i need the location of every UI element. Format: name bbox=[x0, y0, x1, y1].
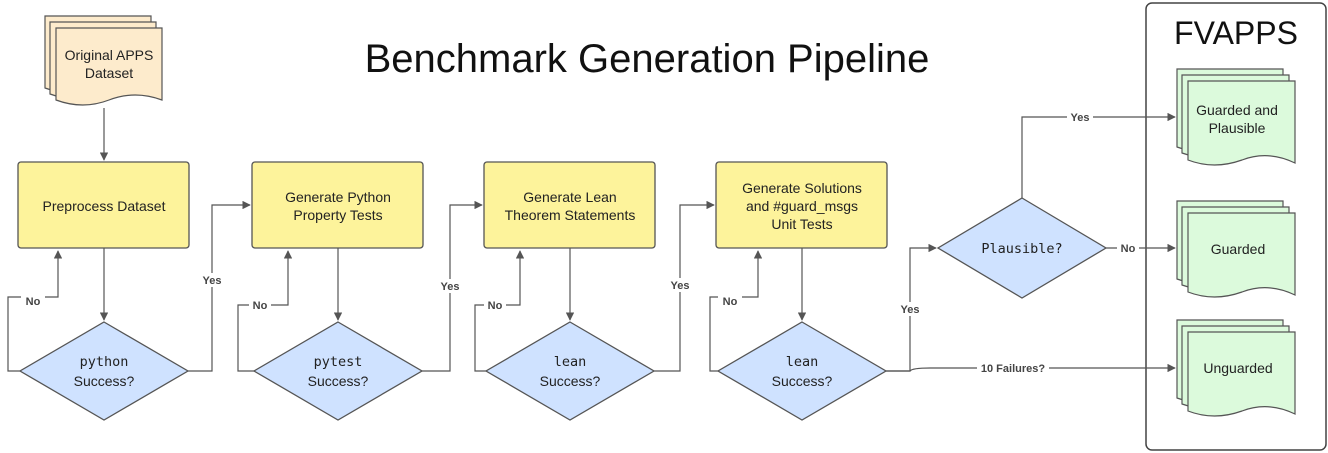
output-unguarded: Unguarded bbox=[1176, 319, 1296, 417]
edge-label-yes: Yes bbox=[203, 275, 222, 287]
step-label: Generate Solutions bbox=[742, 180, 862, 196]
decision-code: python bbox=[80, 354, 129, 370]
output-label-line2: Plausible bbox=[1209, 120, 1266, 136]
edge-labels: No No No No Yes Yes Yes Yes Yes No 10 Fa… bbox=[21, 110, 1139, 375]
output-guarded: Guarded bbox=[1176, 200, 1296, 298]
decision-text: Success? bbox=[540, 373, 601, 389]
diagram-title: Benchmark Generation Pipeline bbox=[365, 37, 930, 81]
edge-label-no: No bbox=[26, 296, 41, 308]
step-label: Unit Tests bbox=[771, 216, 832, 232]
output-guarded-and-plausible: Guarded and Plausible bbox=[1176, 68, 1296, 166]
output-label: Guarded bbox=[1211, 241, 1265, 257]
edge-label-no: No bbox=[488, 300, 503, 312]
decision-plausible: Plausible? bbox=[936, 197, 1108, 299]
step-generate-python-tests: Generate Python Property Tests bbox=[251, 161, 424, 249]
step-label: Property Tests bbox=[293, 207, 382, 223]
step-label: Preprocess Dataset bbox=[43, 198, 166, 214]
source-dataset-document: Original APPS Dataset bbox=[44, 15, 163, 106]
step-label: and #guard_msgs bbox=[746, 198, 858, 214]
output-label: Unguarded bbox=[1203, 360, 1272, 376]
decision-code: lean bbox=[786, 354, 819, 370]
edge-label-yes: Yes bbox=[671, 280, 690, 292]
fvapps-panel-title: FVAPPS bbox=[1174, 15, 1298, 51]
source-label-line1: Original APPS bbox=[65, 47, 154, 63]
step-label: Theorem Statements bbox=[505, 207, 636, 223]
decision-lean-success-1: lean Success? bbox=[484, 321, 656, 421]
edge-label-failures: 10 Failures? bbox=[981, 363, 1045, 375]
decision-text: Success? bbox=[74, 373, 135, 389]
edge-label-no: No bbox=[253, 300, 268, 312]
decision-code: pytest bbox=[314, 354, 363, 370]
step-preprocess-dataset: Preprocess Dataset bbox=[17, 161, 190, 249]
output-label-line1: Guarded and bbox=[1196, 102, 1278, 118]
edge-label-yes: Yes bbox=[441, 281, 460, 293]
step-label: Generate Lean bbox=[523, 189, 616, 205]
step-generate-lean-theorems: Generate Lean Theorem Statements bbox=[483, 161, 656, 249]
edge-label-yes: Yes bbox=[1071, 112, 1090, 124]
edge-label-no: No bbox=[723, 296, 738, 308]
decision-lean-success-2: lean Success? bbox=[716, 321, 888, 421]
step-generate-solutions: Generate Solutions and #guard_msgs Unit … bbox=[715, 161, 888, 249]
decision-text: Success? bbox=[308, 373, 369, 389]
decision-code: lean bbox=[554, 354, 587, 370]
decision-text: Success? bbox=[772, 373, 833, 389]
source-label-line2: Dataset bbox=[85, 65, 133, 81]
decision-code: Plausible? bbox=[981, 241, 1062, 257]
edge-label-no: No bbox=[1121, 243, 1136, 255]
decision-pytest-success: pytest Success? bbox=[252, 321, 424, 421]
decision-python-success: python Success? bbox=[18, 321, 190, 421]
edge-label-yes: Yes bbox=[901, 304, 920, 316]
step-label: Generate Python bbox=[285, 189, 391, 205]
